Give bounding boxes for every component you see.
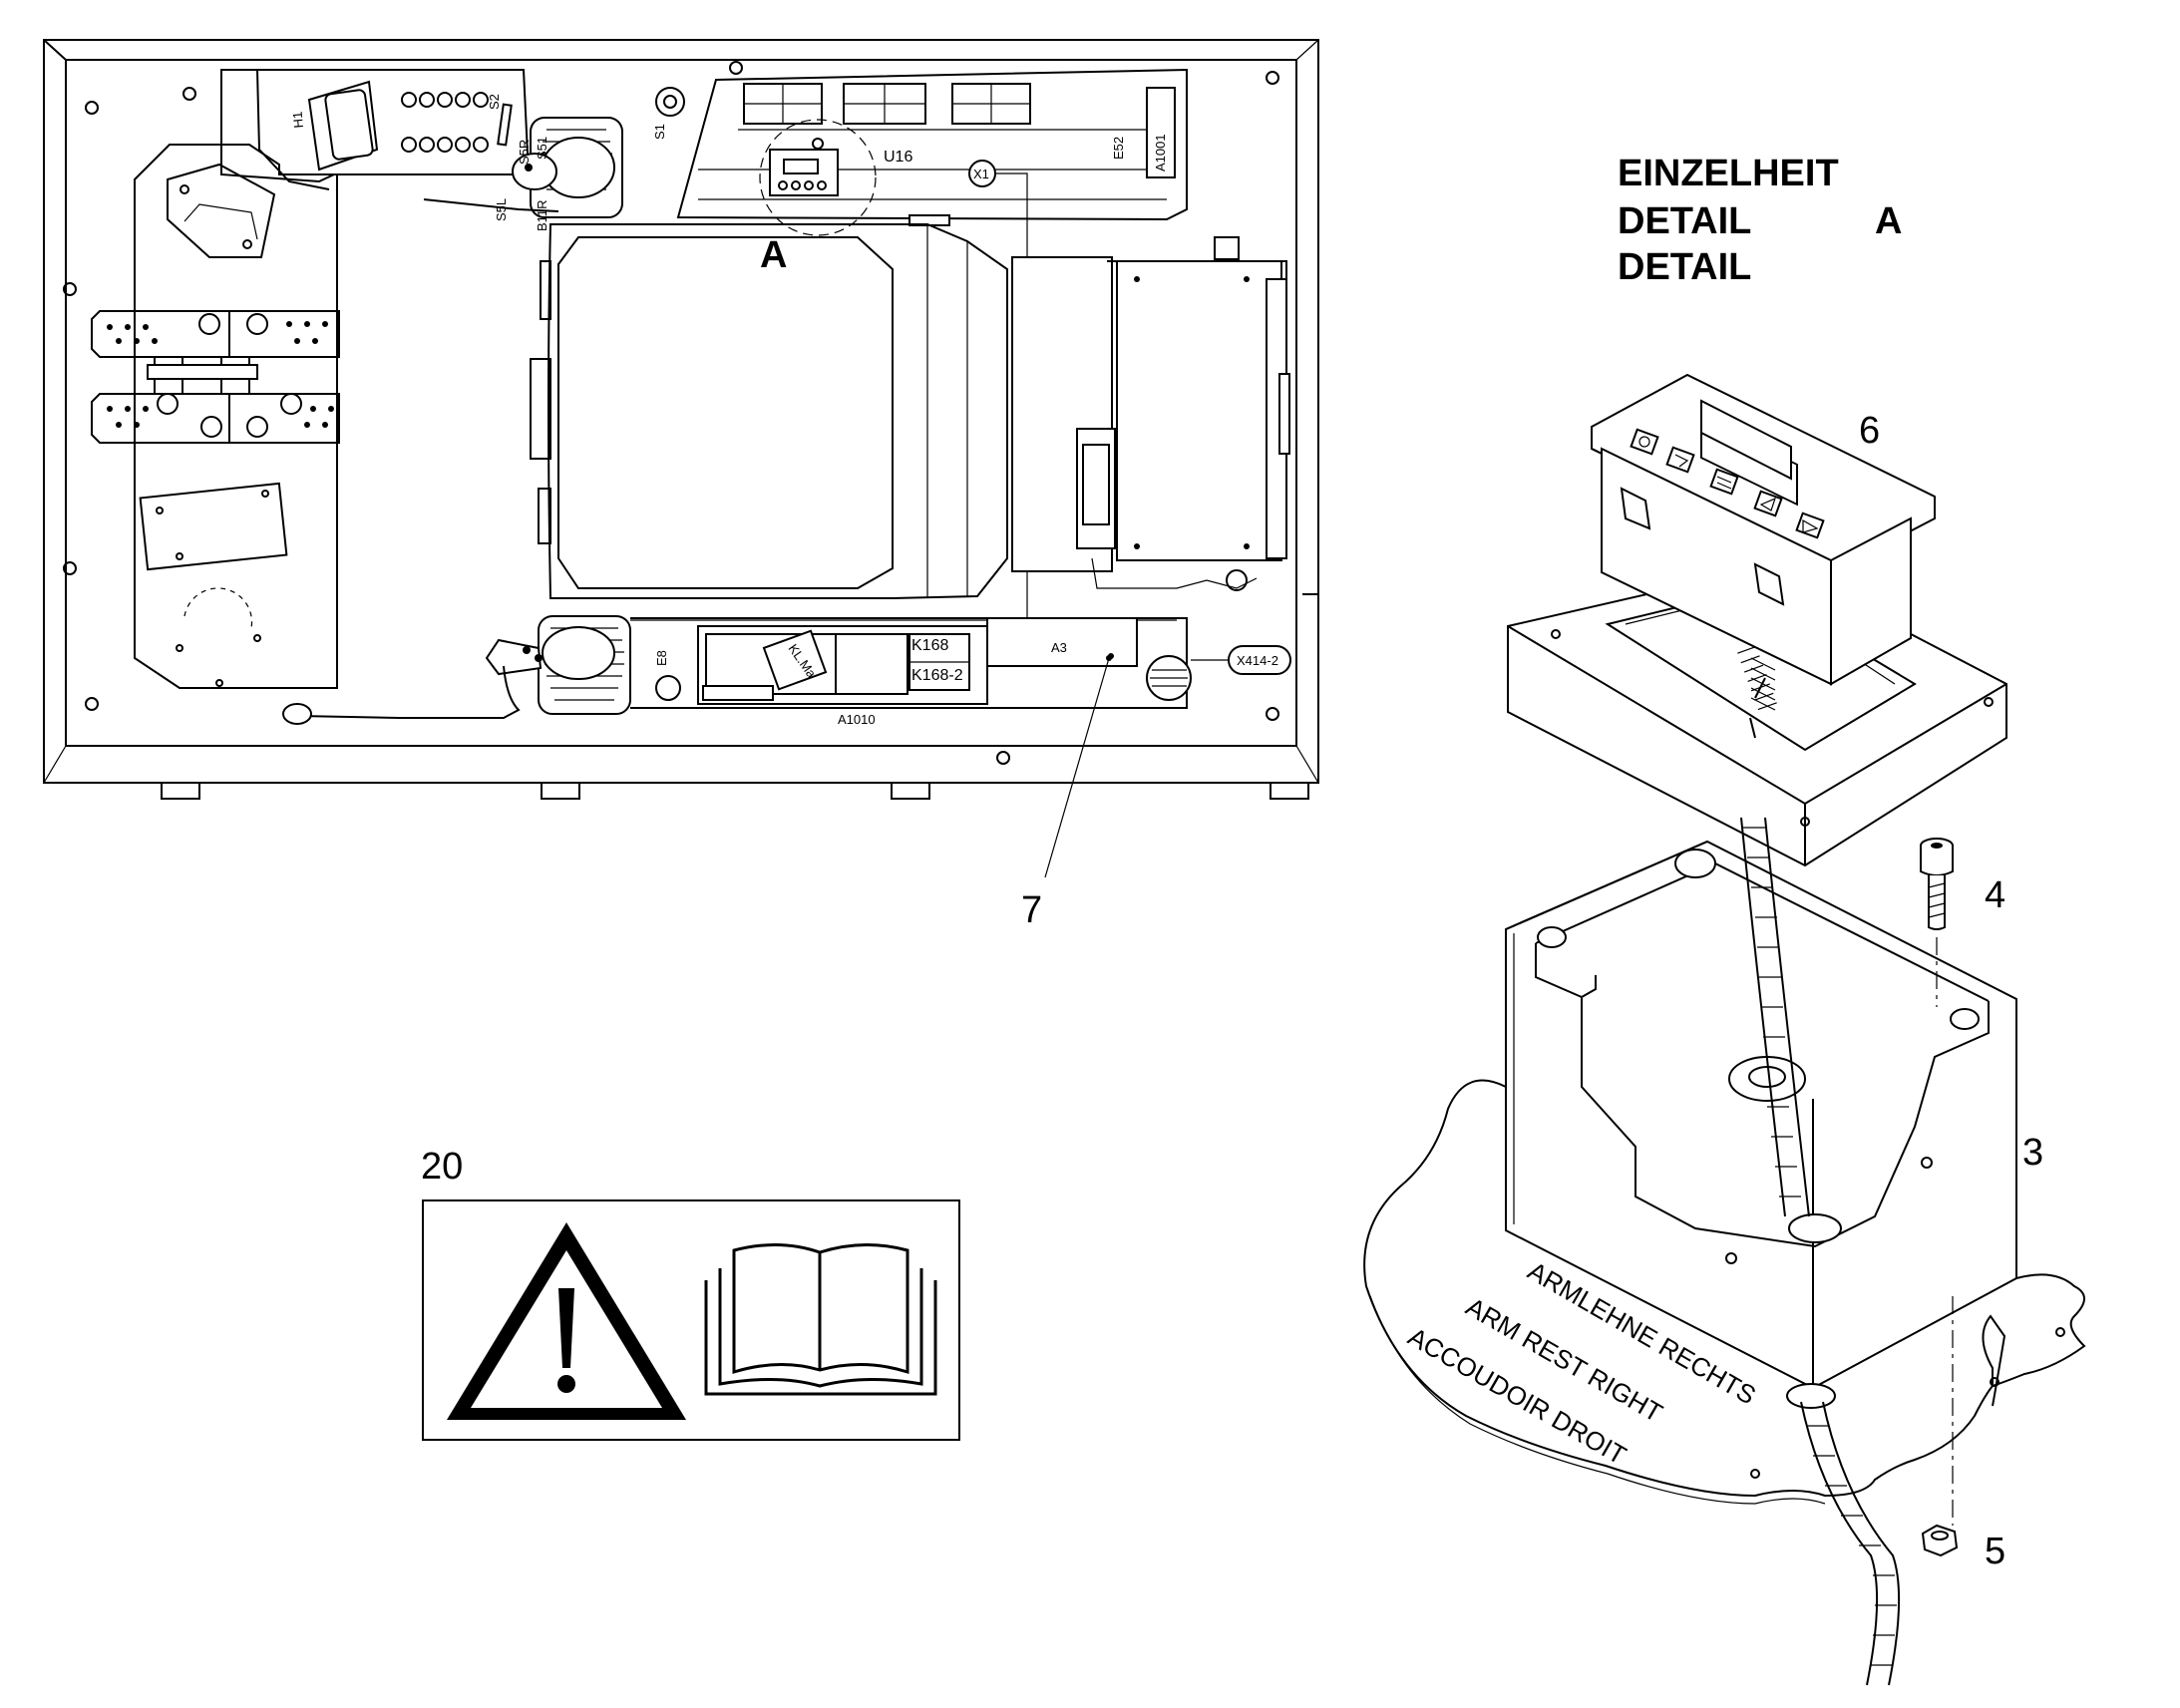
detail-marker-a: A <box>760 234 787 276</box>
operator-seat <box>530 223 1008 599</box>
label-u16: U16 <box>884 149 912 166</box>
manual-book-icon <box>704 1243 937 1396</box>
label-e52: E52 <box>1111 137 1126 160</box>
label-h1: H1 <box>290 111 306 129</box>
callout-4: 4 <box>1985 874 2005 916</box>
display-buttons <box>1630 428 1825 539</box>
label-a1001: A1001 <box>1153 134 1168 171</box>
warning-decal <box>422 1199 960 1441</box>
label-s5r: S5R <box>517 140 532 165</box>
climate-display-unit <box>1591 373 1936 711</box>
left-side-plate <box>134 144 338 689</box>
label-x1: X1 <box>973 167 989 181</box>
label-a3: A3 <box>1051 640 1067 655</box>
connector-x414-2-badge <box>1228 645 1291 675</box>
callout-7: 7 <box>1021 889 1042 931</box>
armrest-console-bottom <box>282 615 1192 725</box>
label-k168-2: K168-2 <box>911 667 963 684</box>
frame-bolts <box>63 61 1279 765</box>
callout-7-leader <box>1044 657 1110 878</box>
label-k168: K168 <box>911 637 948 654</box>
armrest-console-top <box>220 69 685 218</box>
label-s51: S51 <box>535 137 549 160</box>
label-s2: S2 <box>487 94 502 110</box>
armrest-base-plate <box>1363 1079 2086 1505</box>
console-switch-rows <box>401 92 489 153</box>
pedal-plates <box>91 310 340 444</box>
callout-3: 3 <box>2022 1132 2043 1174</box>
label-s5l: S5L <box>494 198 509 221</box>
cab-floor-overview: H1 S2 S5R S5L S51 B11R S1 U16 X1 E52 A10… <box>43 39 1319 800</box>
cap-screw <box>1920 838 1954 930</box>
detail-heading-marker: A <box>1875 200 1902 242</box>
label-b11r: B11R <box>535 199 549 231</box>
callout-6: 6 <box>1859 410 1880 452</box>
detail-heading-line1: EINZELHEIT <box>1618 153 1839 194</box>
callout-5: 5 <box>1985 1531 2005 1572</box>
detail-a-exploded-view: ARMLEHNE RECHTS ARM REST RIGHT ACCOUDOIR… <box>1363 373 2086 1686</box>
detail-heading: EINZELHEIT DETAIL A DETAIL <box>1618 153 1902 288</box>
heater-unit <box>1011 236 1290 591</box>
label-s1: S1 <box>652 124 667 140</box>
detail-heading-line3: DETAIL <box>1618 246 1751 288</box>
hex-nut <box>1921 1524 1959 1557</box>
label-x414-2: X414-2 <box>1237 653 1278 668</box>
detail-heading-line2: DETAIL <box>1618 200 1751 242</box>
label-a1010: A1010 <box>838 712 876 727</box>
detail-a-circle <box>759 119 877 236</box>
callout-20: 20 <box>421 1146 463 1188</box>
label-e8: E8 <box>654 650 669 666</box>
control-panel-top <box>676 68 1188 226</box>
warning-triangle-icon <box>447 1222 686 1420</box>
